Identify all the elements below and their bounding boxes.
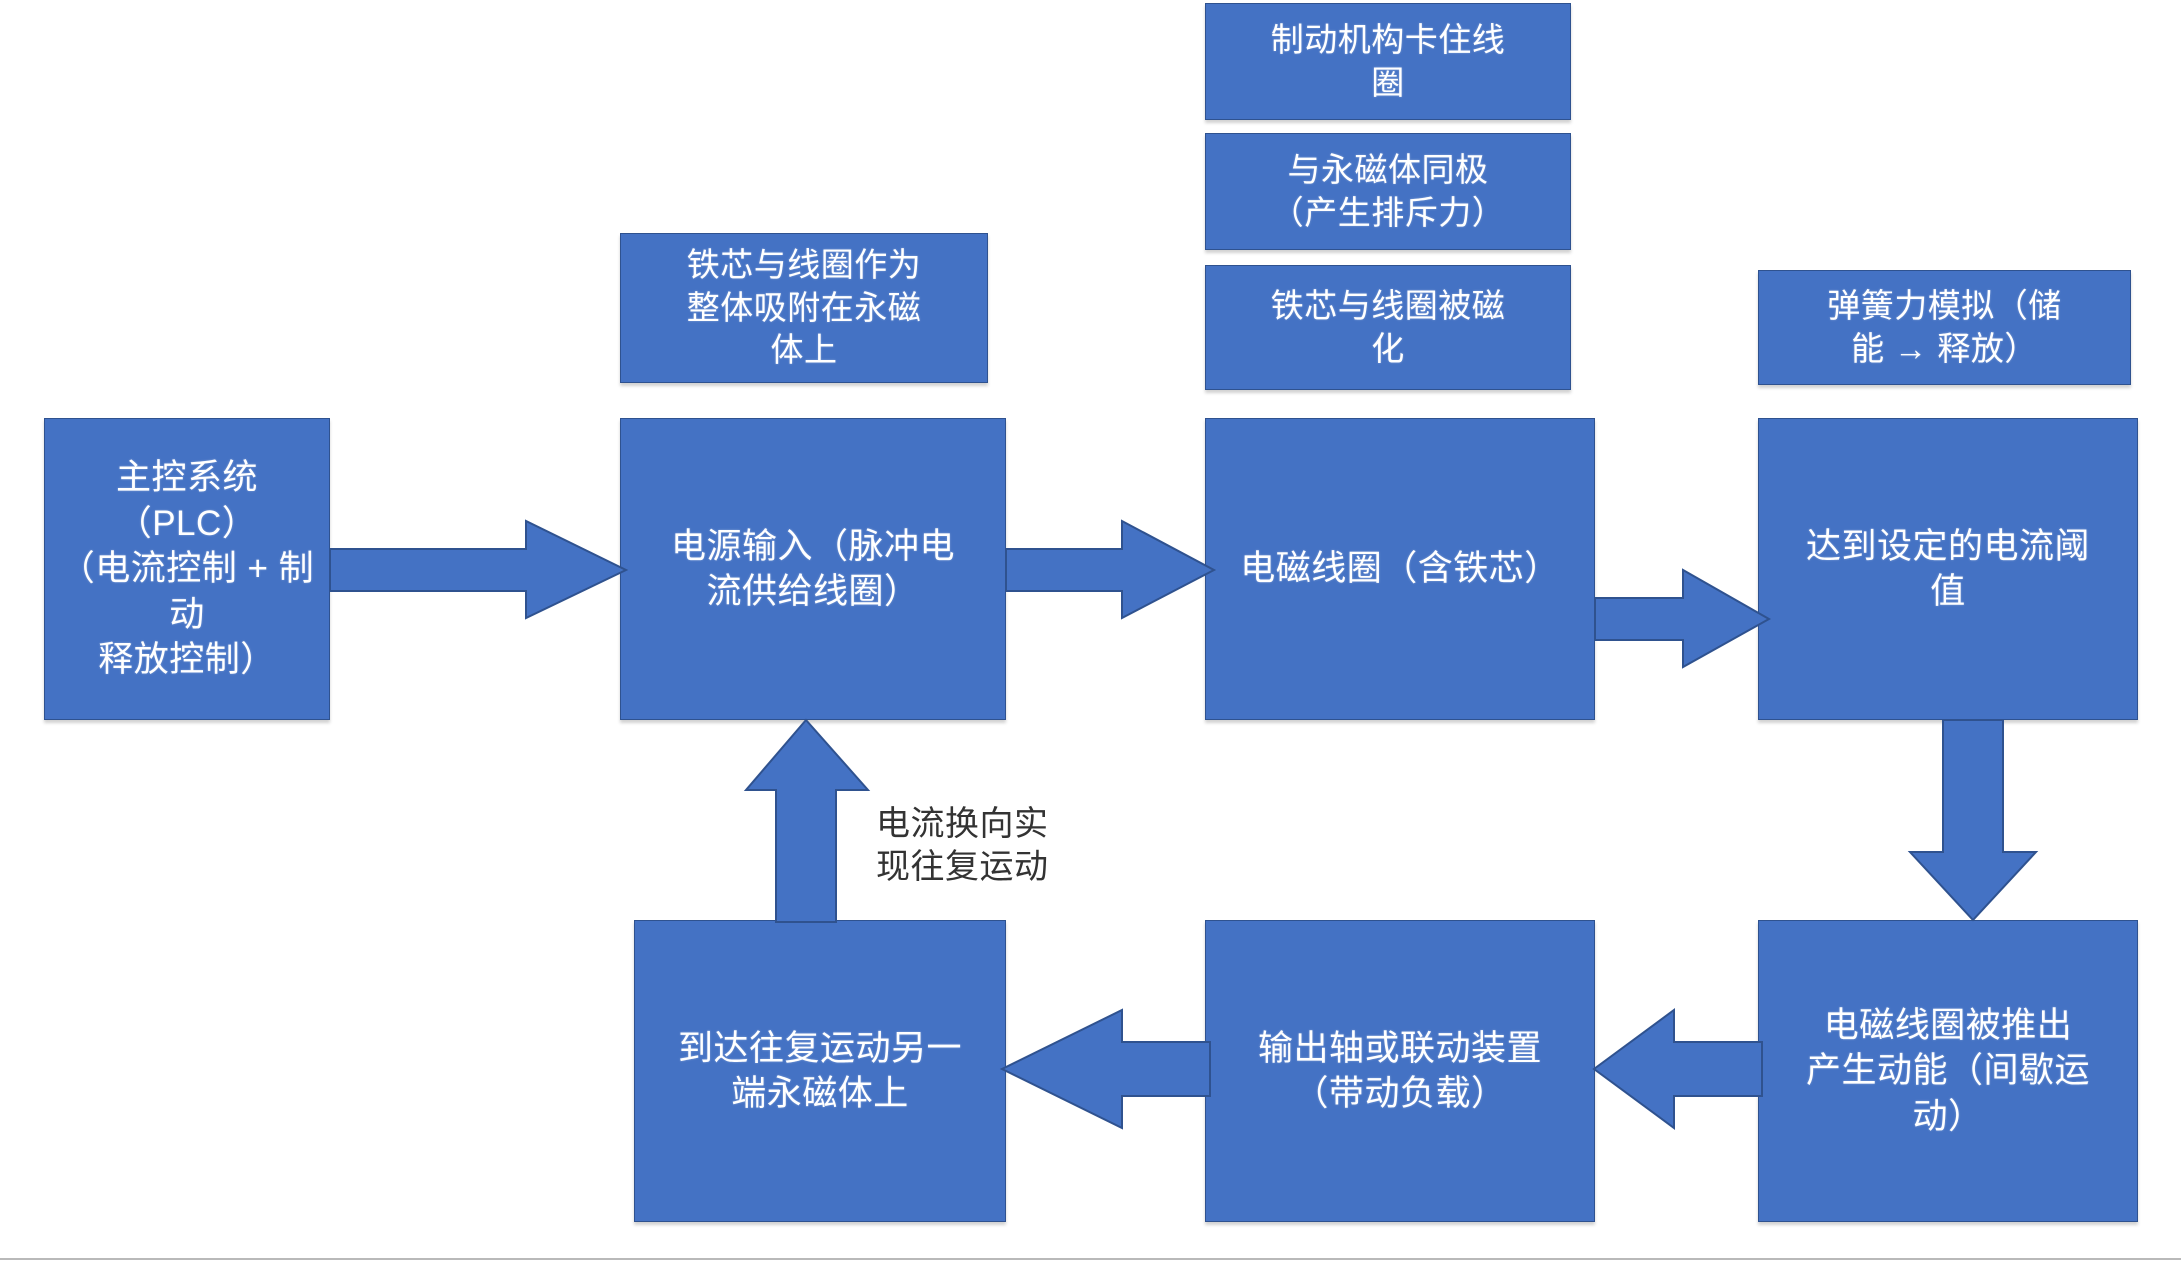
arrow-arrive-to-power [743, 718, 871, 924]
edge-label-current-reversal: 电流换向实 现往复运动 [876, 805, 1049, 886]
node-power-input[interactable]: 电源输入（脉冲电 流供给线圈） [620, 418, 1006, 720]
node-attach-to-magnet[interactable]: 铁芯与线圈作为 整体吸附在永磁 体上 [620, 233, 988, 383]
node-output-shaft[interactable]: 输出轴或联动装置 （带动负载） [1205, 920, 1595, 1222]
arrow-threshold-to-pushout [1907, 719, 2039, 922]
slide-bottom-rule [0, 1258, 2181, 1260]
node-coil-pushed-out[interactable]: 电磁线圈被推出 产生动能（间歇运 动） [1758, 920, 2138, 1222]
arrow-output-to-arrive [999, 1008, 1212, 1130]
node-same-pole[interactable]: 与永磁体同极 （产生排斥力） [1205, 133, 1571, 250]
node-spring-force[interactable]: 弹簧力模拟（储 能 → 释放） [1758, 270, 2131, 385]
node-brake[interactable]: 制动机构卡住线 圈 [1205, 3, 1571, 120]
arrow-plc-to-power [329, 519, 629, 620]
arrow-power-to-coil [1005, 519, 1217, 620]
node-current-threshold[interactable]: 达到设定的电流阈 值 [1758, 418, 2138, 720]
node-arrive-other-magnet[interactable]: 到达往复运动另一 端永磁体上 [634, 920, 1006, 1222]
arrow-coil-to-threshold [1594, 568, 1772, 669]
arrow-pushout-to-output [1592, 1008, 1764, 1130]
node-electromagnetic-coil[interactable]: 电磁线圈（含铁芯） [1205, 418, 1595, 720]
node-plc-controller[interactable]: 主控系统（PLC） （电流控制 + 制动 释放控制） [44, 418, 330, 720]
node-magnetize[interactable]: 铁芯与线圈被磁 化 [1205, 265, 1571, 390]
